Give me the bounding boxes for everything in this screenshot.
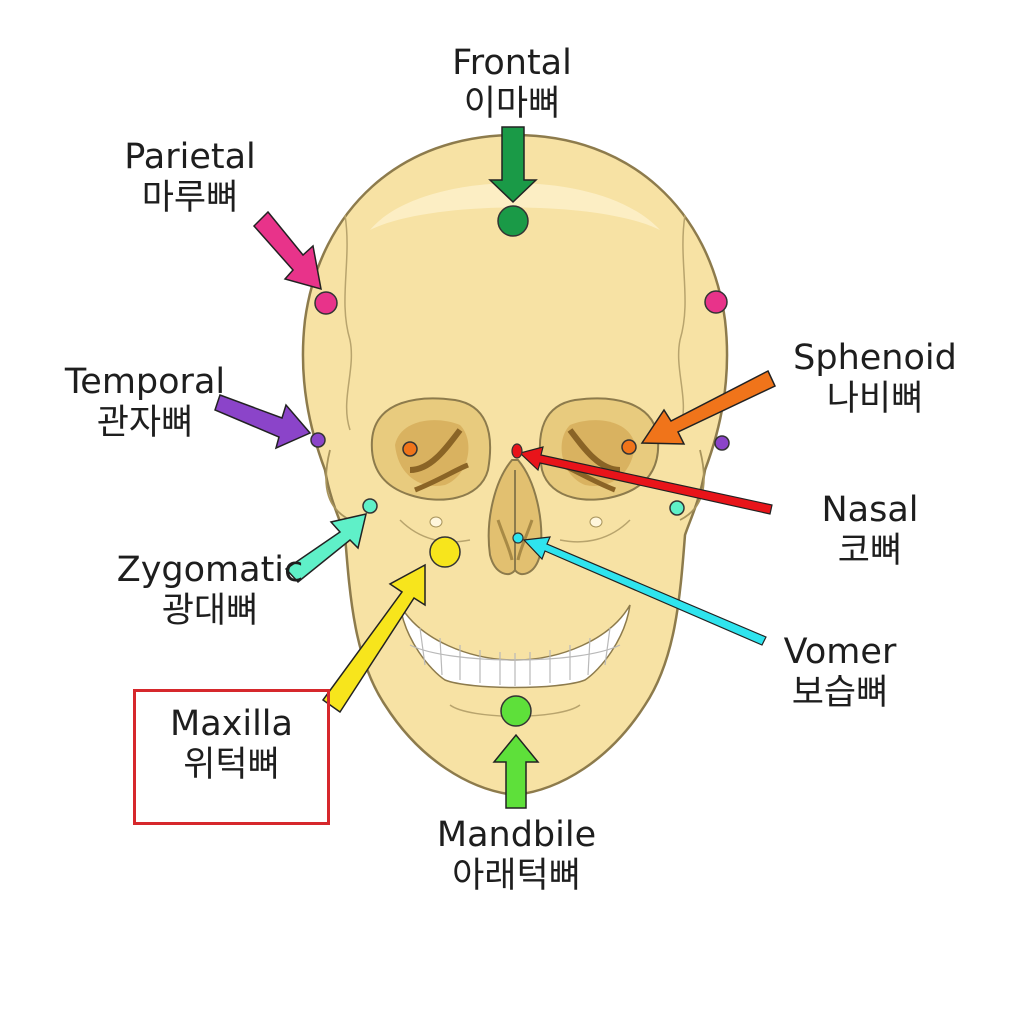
teeth [399, 604, 631, 689]
label-mandible: Mandbile 아래턱뼈 [409, 815, 624, 898]
label-temporal: Temporal 관자뼈 [45, 362, 245, 445]
label-nasal-ko: 코뼈 [837, 531, 903, 572]
maxilla-marker [429, 536, 461, 568]
label-mandible-en: Mandbile [436, 815, 597, 855]
nasal-arrow [518, 446, 773, 515]
parietal-marker-left [314, 291, 338, 315]
maxilla-arrow [321, 563, 426, 714]
label-maxilla-ko: 위턱뼈 [183, 745, 280, 786]
label-parietal: Parietal 마루뼈 [90, 137, 290, 220]
maxilla-highlight-box [133, 689, 330, 825]
vomer-marker [512, 532, 524, 544]
temporal-arrow [214, 394, 312, 450]
label-temporal-ko: 관자뼈 [96, 403, 194, 444]
label-parietal-en: Parietal [124, 137, 256, 177]
frontal-arrow [488, 126, 538, 204]
label-parietal-ko: 마루뼈 [141, 178, 239, 219]
zygomatic-marker-right [669, 500, 685, 516]
label-zygomatic: Zygomatic 광대뼈 [100, 550, 320, 633]
label-mandible-ko: 아래턱뼈 [452, 856, 581, 897]
mandible-arrow [492, 733, 540, 809]
sphenoid-arrow [640, 369, 776, 445]
vomer-arrow [522, 536, 767, 646]
sphenoid-marker-right [621, 439, 637, 455]
mandible-marker [500, 695, 532, 727]
label-temporal-en: Temporal [64, 362, 226, 402]
label-sphenoid: Sphenoid 나비뼈 [775, 338, 975, 421]
label-vomer-ko: 보습뼈 [791, 673, 889, 714]
label-zygomatic-en: Zygomatic [116, 550, 304, 590]
parietal-marker-right [704, 290, 728, 314]
zygomatic-arrow [284, 513, 368, 584]
zygomatic-marker-left [362, 498, 378, 514]
label-maxilla-en: Maxilla [170, 704, 293, 744]
label-frontal-en: Frontal [452, 43, 572, 83]
label-maxilla: Maxilla 위턱뼈 [133, 704, 330, 787]
temporal-marker-right [714, 435, 730, 451]
sphenoid-marker-left [402, 441, 418, 457]
label-frontal-ko: 이마뼈 [463, 84, 561, 125]
label-zygomatic-ko: 광대뼈 [161, 591, 259, 632]
parietal-arrow [252, 210, 322, 291]
temporal-marker-left [310, 432, 326, 448]
label-sphenoid-ko: 나비뼈 [826, 379, 924, 420]
label-nasal: Nasal 코뼈 [780, 490, 960, 573]
label-nasal-en: Nasal [821, 490, 919, 530]
frontal-marker [497, 205, 529, 237]
label-frontal: Frontal 이마뼈 [412, 43, 612, 126]
nasal-marker [511, 443, 523, 459]
label-sphenoid-en: Sphenoid [793, 338, 957, 378]
label-vomer: Vomer 보습뼈 [750, 632, 930, 715]
label-vomer-en: Vomer [783, 632, 897, 672]
